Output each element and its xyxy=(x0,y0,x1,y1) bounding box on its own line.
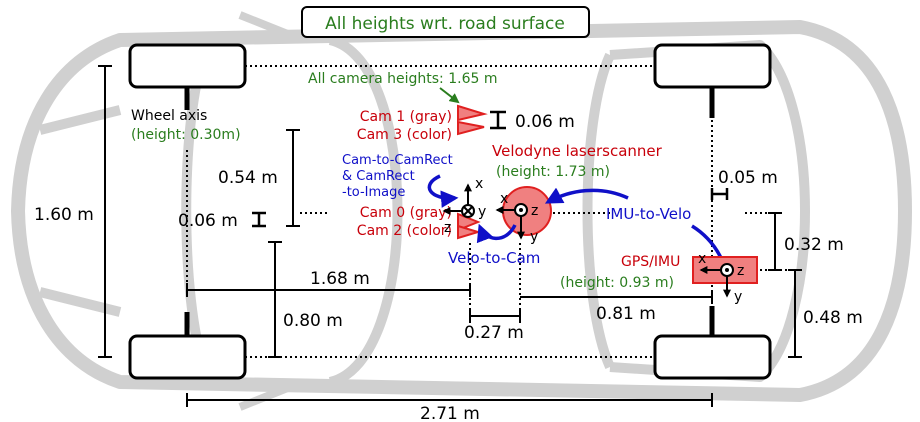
dim-0-27: 0.27 m xyxy=(464,323,524,343)
gps-imu-height-label: (height: 0.93 m) xyxy=(560,275,674,291)
cam-to-camrect-arrow xyxy=(427,174,459,208)
imu-to-velo-arrow-top xyxy=(544,187,629,204)
velodyne-height-label: (height: 1.73 m) xyxy=(496,164,610,180)
dim-2-71: 2.71 m xyxy=(420,404,480,422)
dim-0-80: 0.80 m xyxy=(283,311,343,331)
dim-0-81: 0.81 m xyxy=(596,304,656,324)
cam-y-axis: y xyxy=(478,204,486,220)
cam-to-camrect-line2: & CamRect xyxy=(342,169,415,184)
cam0-label: Cam 0 (gray) xyxy=(360,205,452,221)
imu-z-axis: z xyxy=(737,263,744,279)
dim-0-54: 0.54 m xyxy=(218,168,278,188)
dim-0-06: 0.06 m xyxy=(178,211,238,231)
velodyne-frame: z y xyxy=(514,203,538,245)
imu-to-velo-arrow-tail xyxy=(691,224,724,261)
velo-to-cam-label: Velo-to-Cam xyxy=(448,249,540,267)
camera-frame: x y z xyxy=(442,176,486,236)
imu-frame: x z y xyxy=(698,251,744,305)
cam1-cam3-icons xyxy=(457,104,488,136)
dim-1-68: 1.68 m xyxy=(310,269,370,289)
cam-to-camrect-line1: Cam-to-CamRect xyxy=(342,153,453,168)
dim-0-48: 0.48 m xyxy=(803,308,863,328)
imu-y-axis: y xyxy=(734,289,742,305)
imu-x-axis: x xyxy=(698,251,706,267)
wheel-rear-right xyxy=(653,334,772,380)
cam0-cam2-icons xyxy=(457,212,482,240)
wheel-rear-left xyxy=(653,43,772,89)
title-text: All heights wrt. road surface xyxy=(325,14,565,34)
wheel-front-right xyxy=(128,334,247,380)
cam-x-axis: x xyxy=(475,176,483,192)
cam1-label: Cam 1 (gray) xyxy=(360,109,452,125)
cam2-label: Cam 2 (color) xyxy=(357,223,452,239)
cam-gap-marker xyxy=(490,110,506,130)
wheel-axis-label: Wheel axis xyxy=(131,108,207,124)
dim-1-60: 1.60 m xyxy=(34,205,94,225)
dimension-lines xyxy=(98,65,802,407)
wheel-front-left xyxy=(128,43,247,89)
cam-to-camrect-line3: -to-Image xyxy=(342,185,405,200)
velodyne-y-axis: y xyxy=(530,229,538,245)
dim-0-05: 0.05 m xyxy=(718,168,778,188)
cam-gap-dimension: 0.06 m xyxy=(515,112,575,132)
dimension-labels: 1.60 m 0.54 m 0.06 m 1.68 m 0.80 m 0.27 … xyxy=(34,168,863,422)
velodyne-z-axis: z xyxy=(531,203,538,219)
velodyne-x-arrow: x xyxy=(495,191,515,214)
cam3-label: Cam 3 (color) xyxy=(357,127,452,143)
wheel-axis-height-label: (height: 0.30m) xyxy=(131,127,241,143)
dim-0-32: 0.32 m xyxy=(784,235,844,255)
title-box: All heights wrt. road surface xyxy=(301,6,590,38)
gps-imu-label: GPS/IMU xyxy=(621,254,680,270)
camera-heights-arrow xyxy=(439,87,460,104)
guide-lines xyxy=(186,65,800,358)
camera-heights-label: All camera heights: 1.65 m xyxy=(308,71,497,87)
velodyne-label: Velodyne laserscanner xyxy=(492,142,663,160)
imu-to-velo-label: IMU-to-Velo xyxy=(606,205,691,223)
velo-to-cam-arrow xyxy=(476,223,517,244)
velodyne-x-axis: x xyxy=(500,191,508,207)
cam-z-axis: z xyxy=(444,220,451,236)
wheel-stubs xyxy=(184,87,715,336)
